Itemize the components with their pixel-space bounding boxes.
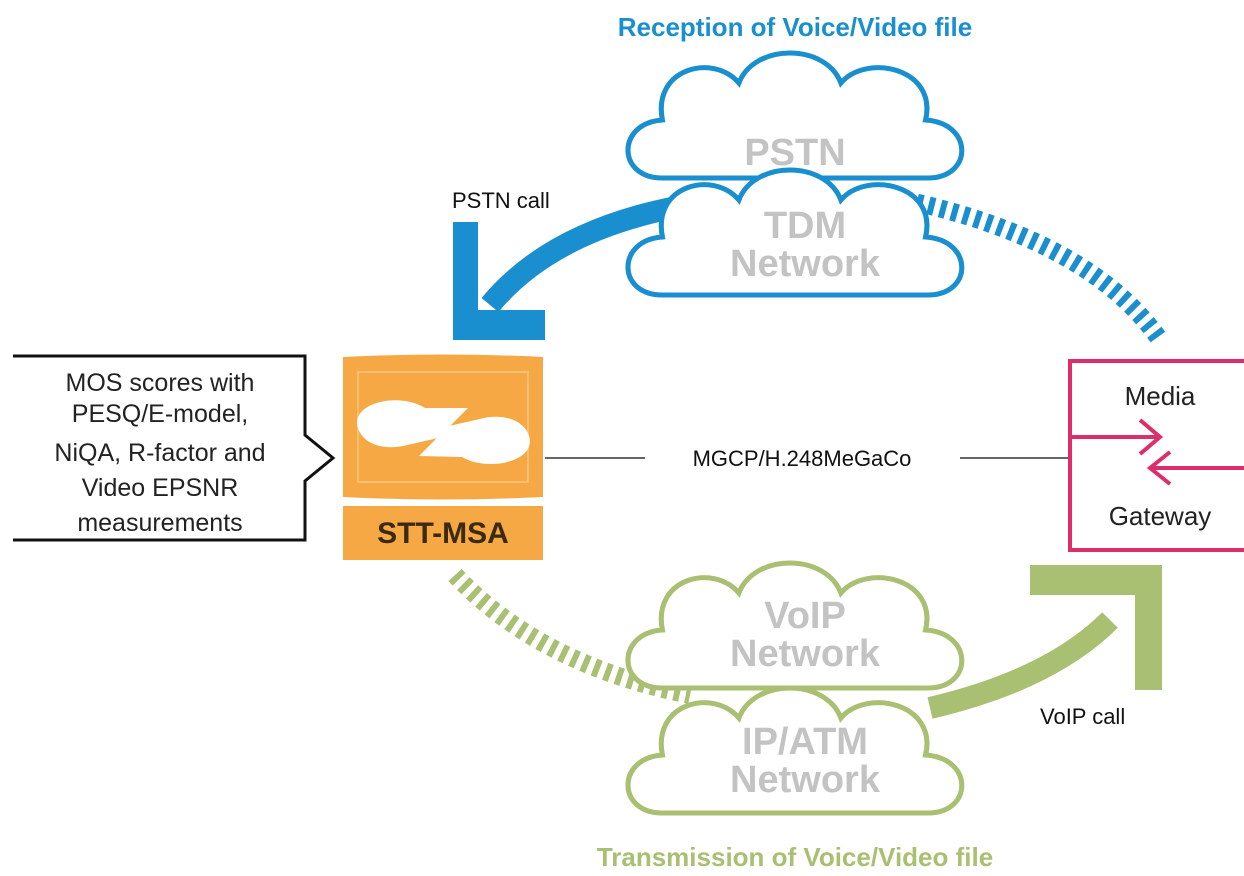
- media-gateway-frame: [1068, 359, 1244, 552]
- stt-msa-name: STT-MSA: [377, 517, 509, 550]
- ipatm-cloud-label-2: Network: [730, 759, 881, 801]
- media-gateway-line-2: Gateway: [1109, 501, 1212, 531]
- measurement-line-5: measurements: [77, 509, 242, 537]
- transmission-title: Transmission of Voice/Video file: [597, 842, 993, 871]
- reception-dashed-arc: [903, 191, 1168, 346]
- measurement-line-3: NiQA, R-factor and: [54, 439, 265, 467]
- voip-cloud-label-1: VoIP: [764, 595, 846, 637]
- pstn-call-label: PSTN call: [452, 188, 550, 213]
- gateway-arrow-right: [1070, 418, 1164, 456]
- voip-call-arrow-shaft: [927, 612, 1118, 719]
- voip-call-label: VoIP call: [1040, 704, 1125, 729]
- media-gateway-line-1: Media: [1125, 381, 1196, 411]
- ipatm-cloud-label-1: IP/ATM: [742, 721, 868, 763]
- protocol-link-label: MGCP/H.248MeGaCo: [693, 446, 912, 471]
- reception-title: Reception of Voice/Video file: [618, 12, 972, 42]
- stt-msa-name-plate: [343, 506, 543, 560]
- measurement-line-4: Video EPSNR: [82, 474, 239, 502]
- voip-call-arrow-head: [1030, 565, 1162, 690]
- tdm-cloud-label-1: TDM: [764, 205, 846, 247]
- stt-msa-logo-icon: [357, 400, 530, 465]
- pstn-call-arrow-head: [453, 222, 545, 340]
- measurement-line-1: MOS scores with: [66, 369, 255, 397]
- tdm-cloud-label-2: Network: [730, 243, 881, 285]
- stt-msa-device: STT-MSA: [343, 354, 543, 560]
- pstn-cloud-label: PSTN: [744, 132, 845, 174]
- measurement-callout: [13, 354, 336, 542]
- media-gateway: Media Gateway: [1068, 359, 1244, 552]
- measurement-line-2: PESQ/E-model,: [72, 400, 248, 428]
- voip-cloud-label-2: Network: [730, 633, 881, 675]
- gateway-arrow-left: [1146, 450, 1244, 486]
